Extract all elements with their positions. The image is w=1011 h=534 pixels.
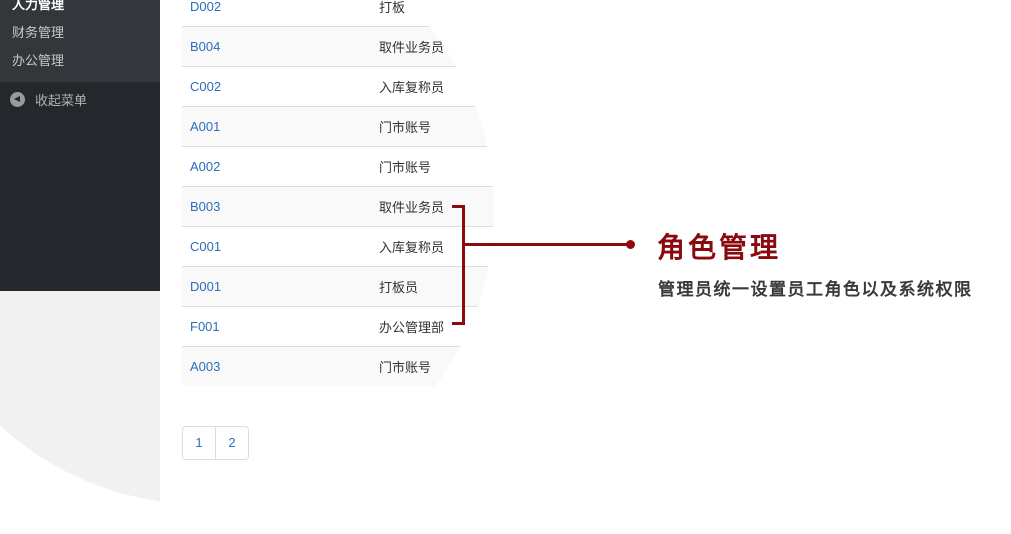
sidebar: 人力管理 财务管理 办公管理 收起菜单 xyxy=(0,0,160,291)
role-name: 打板 xyxy=(379,0,406,15)
page-2-button[interactable]: 2 xyxy=(215,427,248,459)
collapse-arrow-icon xyxy=(10,91,25,107)
role-id[interactable]: C002 xyxy=(190,79,222,94)
role-id[interactable]: C001 xyxy=(190,239,222,254)
table-row[interactable]: A001 门市账号 xyxy=(182,107,494,147)
role-name: 门市账号 xyxy=(379,160,432,175)
main-content: D002 打板 B004 取件业务员 C002 入库复称员 A001 门市账号 A002… xyxy=(160,0,494,504)
sidebar-item-hr[interactable]: 人力管理 xyxy=(12,0,65,12)
feature-title: 角色管理 xyxy=(657,232,782,263)
feature-description: 管理员统一设置员工角色以及系统权限 xyxy=(658,280,973,299)
collapse-menu-button[interactable]: 收起菜单 xyxy=(0,82,160,116)
role-id[interactable]: F001 xyxy=(190,319,220,334)
table-row[interactable]: D002 打板 xyxy=(182,0,494,27)
table-row[interactable]: B004 取件业务员 xyxy=(182,27,494,67)
table-row[interactable]: C001 入库复称员 xyxy=(182,227,494,267)
pagination: 1 2 xyxy=(182,426,249,460)
role-id[interactable]: B004 xyxy=(190,39,221,54)
table-row[interactable]: D001 打板员 xyxy=(182,267,494,307)
role-name: 办公管理部 xyxy=(379,320,445,335)
role-id[interactable]: D002 xyxy=(190,0,222,14)
role-name: 门市账号 xyxy=(379,120,432,135)
role-name: 门市账号 xyxy=(379,360,432,375)
page-1-button[interactable]: 1 xyxy=(183,427,215,459)
role-name: 入库复称员 xyxy=(379,240,445,255)
role-id[interactable]: A003 xyxy=(190,359,221,374)
roles-table: D002 打板 B004 取件业务员 C002 入库复称员 A001 门市账号 A002… xyxy=(182,0,494,386)
connector-dot xyxy=(626,240,635,249)
table-row[interactable]: A003 门市账号 xyxy=(182,347,494,386)
table-row[interactable]: C002 入库复称员 xyxy=(182,67,494,107)
role-name: 取件业务员 xyxy=(379,40,445,55)
role-name: 打板员 xyxy=(379,280,419,295)
role-id[interactable]: A002 xyxy=(190,159,221,174)
sidebar-menu: 人力管理 财务管理 办公管理 xyxy=(0,0,160,82)
bracket-top-tick xyxy=(452,205,465,208)
sidebar-item-finance[interactable]: 财务管理 xyxy=(12,25,65,40)
role-id[interactable]: D001 xyxy=(190,279,222,294)
table-row[interactable]: F001 办公管理部 xyxy=(182,307,494,347)
role-name: 取件业务员 xyxy=(379,200,445,215)
collapse-menu-label: 收起菜单 xyxy=(35,92,88,108)
table-row[interactable]: A002 门市账号 xyxy=(182,147,494,187)
role-name: 入库复称员 xyxy=(379,80,445,95)
bracket-bottom-tick xyxy=(452,322,465,325)
table-row[interactable]: B003 取件业务员 xyxy=(182,187,494,227)
bracket-vertical-line xyxy=(462,205,465,325)
role-id[interactable]: A001 xyxy=(190,119,221,134)
role-id[interactable]: B003 xyxy=(190,199,221,214)
sidebar-item-office[interactable]: 办公管理 xyxy=(12,53,65,68)
connector-line xyxy=(463,243,630,246)
